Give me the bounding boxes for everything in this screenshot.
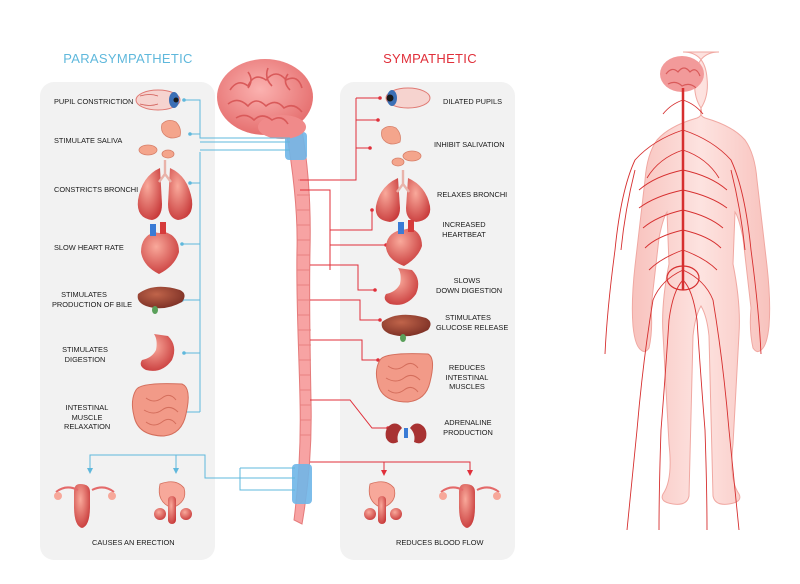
label-line: INTESTINAL <box>65 403 109 412</box>
label-line: STIMULATES <box>445 313 491 322</box>
sympathetic-endpoints <box>368 96 473 476</box>
salivary-gland-icon-right <box>381 126 422 167</box>
parasympathetic-nerve-lines <box>89 99 295 491</box>
sympathetic-nerve-lines <box>300 97 471 472</box>
parasympathetic-endpoints <box>87 98 192 474</box>
label-relaxes-bronchi: RELAXES BRONCHI <box>437 190 508 199</box>
label-production-of-bile: STIMULATES PRODUCTION OF BILE <box>52 290 133 309</box>
label-line: PRODUCTION OF BILE <box>52 299 133 309</box>
liver-icon-right <box>381 314 431 342</box>
label-line: MUSCLE <box>71 412 103 422</box>
label-line: GLUCOSE RELEASE <box>436 322 509 332</box>
label-line: ADRENALINE <box>444 418 492 427</box>
intestine-icon-right <box>375 353 434 403</box>
label-stimulates-glucose-release: STIMULATES GLUCOSE RELEASE <box>436 313 509 332</box>
lungs-icon-left <box>137 160 193 220</box>
label-reduces-intestinal-muscles: REDUCES INTESTINAL MUSCLES <box>442 363 492 392</box>
label-slow-heart-rate: SLOW HEART RATE <box>54 243 124 252</box>
label-line: REDUCES <box>448 363 486 372</box>
label-reduces-blood-flow: REDUCES BLOOD FLOW <box>396 538 484 547</box>
label-slows-down-digestion: SLOWS DOWN DIGESTION <box>436 276 503 295</box>
stomach-icon-right <box>384 268 419 305</box>
spinal-cord <box>285 129 312 525</box>
salivary-gland-icon-left <box>138 120 181 159</box>
brain-icon <box>217 59 313 139</box>
male-reproductive-icon-left <box>154 481 192 524</box>
label-line: STIMULATES <box>61 290 107 299</box>
parasympathetic-panel <box>40 82 215 560</box>
label-constricts-bronchi: CONSTRICTS BRONCHI <box>54 185 139 194</box>
kidneys-icon-right <box>385 423 427 444</box>
label-causes-an-erection: CAUSES AN ERECTION <box>92 538 175 547</box>
label-inhibit-salivation: INHIBIT SALIVATION <box>434 140 505 149</box>
stomach-icon-left <box>140 334 175 371</box>
lungs-icon-right <box>375 170 431 222</box>
sympathetic-title: SYMPATHETIC <box>383 51 477 66</box>
label-stimulates-digestion: STIMULATES DIGESTION <box>60 345 110 364</box>
female-reproductive-icon-left <box>54 484 116 528</box>
label-line: DIGESTION <box>64 354 106 364</box>
heart-icon-right <box>386 220 422 266</box>
label-line: DOWN DIGESTION <box>436 285 503 295</box>
label-line: STIMULATES <box>62 345 108 354</box>
label-intestinal-muscle-relaxation: INTESTINAL MUSCLE RELAXATION <box>64 403 110 432</box>
label-line: SLOWS <box>453 276 481 285</box>
eye-icon-left <box>135 89 181 111</box>
liver-icon-left <box>137 286 185 314</box>
label-line: RELAXATION <box>64 422 111 431</box>
sacral-segment <box>292 464 312 504</box>
label-increased-heartbeat: INCREASED HEARTBEAT <box>440 220 488 239</box>
intestine-icon-left <box>131 383 189 437</box>
label-dilated-pupils: DILATED PUPILS <box>443 97 503 106</box>
male-reproductive-icon-right <box>364 481 402 524</box>
cranial-segment <box>285 132 307 160</box>
label-line: INTESTINAL <box>445 372 489 382</box>
label-stimulate-saliva: STIMULATE SALIVA <box>54 136 123 145</box>
label-line: HEARTBEAT <box>442 229 486 239</box>
label-line: MUSCLES <box>449 382 485 391</box>
label-line: PRODUCTION <box>443 427 493 437</box>
label-pupil-constriction: PUPIL CONSTRICTION <box>54 97 134 106</box>
heart-icon-left <box>141 222 179 274</box>
label-adrenaline-production: ADRENALINE PRODUCTION <box>442 418 494 437</box>
female-reproductive-icon-right <box>439 484 501 528</box>
eye-icon-right <box>385 87 431 109</box>
human-body-figure <box>604 51 771 531</box>
label-line: INCREASED <box>442 220 486 229</box>
parasympathetic-title: PARASYMPATHETIC <box>63 51 193 66</box>
